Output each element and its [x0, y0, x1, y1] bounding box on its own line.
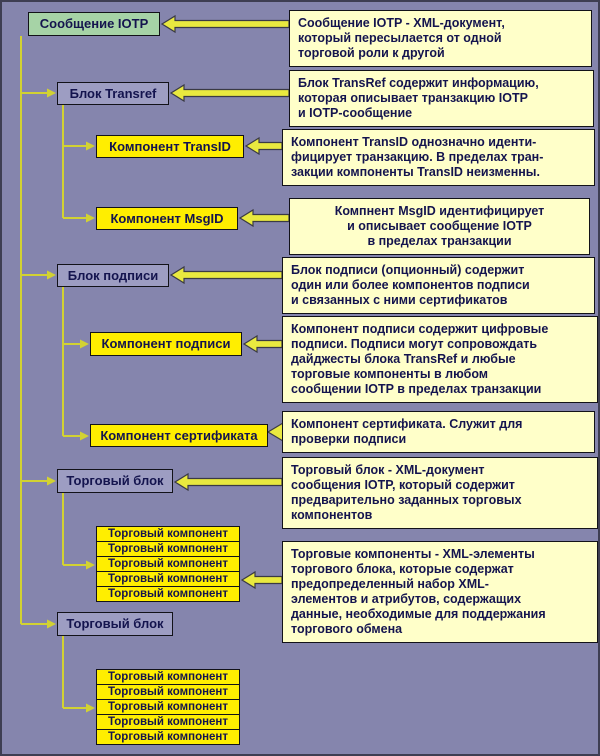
node-trading-component: Торговый компонент	[96, 714, 240, 730]
node-trading-component: Торговый компонент	[96, 586, 240, 602]
node-component-transid: Компонент TransID	[96, 135, 244, 158]
node-component-msgid: Компонент MsgID	[96, 207, 238, 230]
note-block-transref: Блок TransRef содержит информацию, котор…	[289, 70, 594, 127]
note-component-transid: Компонент TransID однозначно иденти- фиц…	[282, 129, 595, 186]
note-component-msgid: Компнент MsgID идентифицирует и описывае…	[289, 198, 590, 255]
node-trading-component: Торговый компонент	[96, 669, 240, 685]
node-message-iotp: Сообщение IOTP	[28, 12, 160, 36]
node-block-transref: Блок Transref	[57, 82, 169, 105]
node-trading-component: Торговый компонент	[96, 729, 240, 745]
node-trading-block-2: Торговый блок	[57, 612, 173, 636]
node-certificate-component: Компонент сертификата	[90, 424, 268, 447]
note-trading-block: Торговый блок - XML-документ сообщения I…	[282, 457, 598, 529]
note-signature-component: Компонент подписи содержит цифровые подп…	[282, 316, 598, 403]
note-signature-block: Блок подписи (опционный) содержит один и…	[282, 257, 595, 314]
note-arrows	[160, 14, 290, 590]
node-trading-component: Торговый компонент	[96, 571, 240, 587]
note-certificate-component: Компонент сертификата. Служит для провер…	[282, 411, 595, 453]
note-trading-components: Торговые компоненты - XML-элементы торго…	[282, 541, 598, 643]
trading-components-stack-2: Торговый компонент Торговый компонент То…	[96, 669, 240, 745]
node-trading-component: Торговый компонент	[96, 699, 240, 715]
node-trading-component: Торговый компонент	[96, 526, 240, 542]
note-message-iotp: Сообщение IOTP - XML-документ, который п…	[289, 10, 592, 67]
tree-lines	[20, 36, 95, 713]
node-trading-component: Торговый компонент	[96, 541, 240, 557]
node-trading-component: Торговый компонент	[96, 556, 240, 572]
node-signature-block: Блок подписи	[57, 264, 169, 287]
trading-components-stack-1: Торговый компонент Торговый компонент То…	[96, 526, 240, 602]
node-trading-block-1: Торговый блок	[57, 469, 173, 493]
node-trading-component: Торговый компонент	[96, 684, 240, 700]
node-signature-component: Компонент подписи	[90, 332, 242, 356]
